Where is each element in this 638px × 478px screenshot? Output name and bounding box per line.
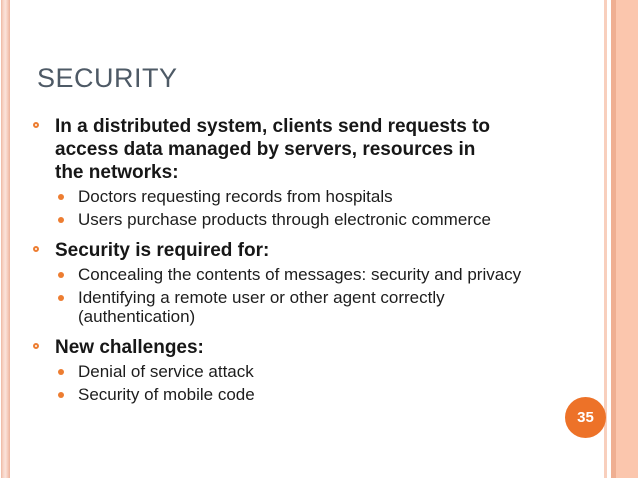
sub-bullet-text: Denial of service attack [78,362,254,381]
bullet-dot-icon [58,194,64,200]
slide-body: In a distributed system, clients send re… [28,113,596,412]
bullet-dot-icon [58,295,64,301]
bullet-ring-icon [33,246,39,252]
sub-bullet-list: Doctors requesting records from hospital… [28,187,596,229]
bullet-dot-icon [58,217,64,223]
list-item: New challenges: Denial of service attack… [28,334,596,404]
slide-number-badge: 35 [565,397,606,438]
list-item: Doctors requesting records from hospital… [28,187,596,206]
sub-bullet-text: Users purchase products through electron… [78,210,491,229]
list-item: In a distributed system, clients send re… [28,113,596,229]
list-item: Denial of service attack [28,362,596,381]
list-item: Identifying a remote user or other agent… [28,288,596,326]
bullet-text: In a distributed system, clients send re… [55,116,491,183]
bullet-dot-icon [58,369,64,375]
right-edge-stripe-thin [604,0,607,478]
right-edge-stripe-dark [611,0,616,478]
right-edge-stripe-wide [616,0,638,478]
sub-bullet-text: Security of mobile code [78,385,255,404]
bullet-dot-icon [58,392,64,398]
sub-bullet-list: Concealing the contents of messages: sec… [28,265,596,326]
sub-bullet-text: Identifying a remote user or other agent… [78,288,445,326]
list-item: Security of mobile code [28,385,596,404]
bullet-ring-icon [33,122,39,128]
bullet-dot-icon [58,272,64,278]
page-title: SECURITY [37,63,178,93]
sub-bullet-list: Denial of service attack Security of mob… [28,362,596,404]
sub-bullet-text: Concealing the contents of messages: sec… [78,265,522,284]
bullet-list: In a distributed system, clients send re… [28,113,596,404]
sub-bullet-text: Doctors requesting records from hospital… [78,187,393,206]
left-edge-stripe [1,0,10,478]
list-item: Security is required for: Concealing the… [28,237,596,326]
list-item: Users purchase products through electron… [28,210,596,229]
list-item: Concealing the contents of messages: sec… [28,265,596,284]
bullet-ring-icon [33,343,39,349]
bullet-text: New challenges: [55,337,204,358]
bullet-text: Security is required for: [55,240,270,261]
